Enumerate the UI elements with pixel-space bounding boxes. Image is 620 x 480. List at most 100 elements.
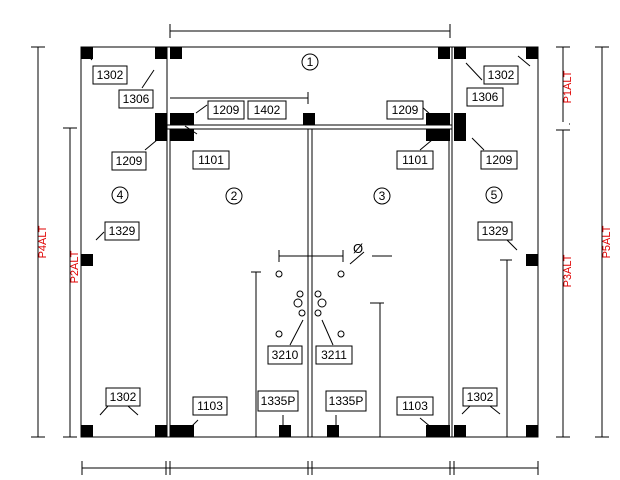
leader-line bbox=[95, 231, 105, 241]
tag-box bbox=[466, 87, 504, 107]
tag-1402: 1402 bbox=[254, 103, 281, 117]
panel-number-left: 4 bbox=[117, 188, 124, 202]
tag-box bbox=[325, 390, 367, 412]
alt-label-p1: P1ALT bbox=[562, 70, 574, 103]
hole bbox=[298, 309, 306, 317]
patch-fitting bbox=[170, 113, 194, 125]
tag-1302-bottom-right: 1302 bbox=[467, 390, 494, 404]
hole bbox=[293, 298, 303, 308]
tag-1329-left: 1329 bbox=[109, 224, 136, 238]
leader-line bbox=[321, 319, 334, 346]
tag-3211: 3211 bbox=[321, 348, 347, 362]
fitting-block bbox=[454, 425, 466, 437]
hole bbox=[317, 298, 327, 308]
leader-line bbox=[195, 104, 208, 114]
hole bbox=[275, 270, 283, 278]
tag-box bbox=[111, 151, 147, 171]
alt-label-p4: P4ALT bbox=[37, 225, 49, 258]
fitting-block bbox=[454, 47, 466, 59]
tag-box bbox=[480, 150, 518, 170]
alt-label-p2: P2ALT bbox=[69, 250, 81, 283]
tag-box bbox=[396, 396, 434, 416]
hole bbox=[275, 330, 283, 338]
tag-1306-left: 1306 bbox=[123, 92, 150, 106]
leader-line bbox=[99, 405, 109, 416]
fitting-block bbox=[155, 425, 167, 437]
panel-number-right: 5 bbox=[491, 188, 498, 202]
hole bbox=[314, 290, 322, 298]
leader-line bbox=[289, 319, 304, 346]
leader-line bbox=[144, 139, 158, 151]
patch-fitting bbox=[170, 129, 194, 141]
fitting-block bbox=[526, 254, 538, 266]
leader-line bbox=[465, 62, 483, 81]
tag-box bbox=[477, 221, 513, 241]
leader-line bbox=[141, 69, 155, 89]
tag-1101-right: 1101 bbox=[402, 153, 428, 167]
fitting-block bbox=[155, 47, 167, 59]
leader-line bbox=[419, 139, 433, 151]
leader-line bbox=[471, 137, 485, 151]
leader-line bbox=[461, 405, 471, 415]
lock-block bbox=[279, 425, 291, 437]
tag-1209-transom-left: 1209 bbox=[213, 103, 240, 117]
tag-box bbox=[192, 150, 230, 170]
patch-fitting bbox=[426, 113, 450, 125]
tag-1335p-right: 1335P bbox=[329, 394, 364, 408]
lock-block bbox=[303, 113, 315, 125]
diameter-leader bbox=[349, 251, 365, 265]
tag-3210: 3210 bbox=[272, 348, 299, 362]
tag-1306-right: 1306 bbox=[472, 90, 499, 104]
panel-number-circle bbox=[485, 186, 503, 204]
hole bbox=[296, 290, 304, 298]
panel-number-circle bbox=[301, 53, 319, 71]
fitting-block bbox=[170, 47, 182, 59]
panel-number-circle bbox=[225, 187, 243, 205]
tag-box bbox=[118, 89, 154, 109]
hole bbox=[337, 270, 345, 278]
leader-line bbox=[517, 55, 531, 67]
fitting-block bbox=[81, 47, 93, 59]
dimension-gap bbox=[555, 122, 569, 125]
panel-number-center-right: 3 bbox=[379, 189, 386, 203]
leader-line bbox=[489, 405, 501, 415]
patch-fitting bbox=[426, 425, 450, 437]
tag-box bbox=[386, 100, 424, 120]
tag-1302-bottom-left: 1302 bbox=[110, 390, 137, 404]
tag-box bbox=[267, 345, 303, 365]
tag-box bbox=[396, 150, 434, 170]
patch-fitting bbox=[426, 129, 450, 141]
alt-label-p3: P3ALT bbox=[562, 254, 574, 287]
tag-1209-right: 1209 bbox=[486, 153, 513, 167]
tag-box bbox=[247, 100, 287, 120]
leader-line bbox=[127, 405, 139, 416]
tag-box bbox=[483, 65, 519, 85]
tag-box bbox=[105, 387, 141, 407]
tag-1329-right: 1329 bbox=[482, 224, 509, 238]
tag-box bbox=[315, 345, 353, 365]
tag-box bbox=[257, 390, 299, 412]
tag-1209-left: 1209 bbox=[116, 154, 143, 168]
fitting-block bbox=[526, 425, 538, 437]
patch-fitting bbox=[454, 113, 466, 141]
alt-label-p5: P5ALT bbox=[601, 225, 613, 258]
tag-1101-left: 1101 bbox=[198, 153, 224, 167]
tag-1335p-left: 1335P bbox=[261, 394, 296, 408]
hole bbox=[314, 309, 322, 317]
patch-fitting bbox=[170, 425, 194, 437]
panel-number-center-left: 2 bbox=[231, 189, 238, 203]
tag-box bbox=[92, 65, 128, 85]
tag-box bbox=[192, 396, 228, 416]
tag-1103-left: 1103 bbox=[197, 399, 223, 413]
fitting-block bbox=[81, 254, 93, 266]
tag-1209-transom-right: 1209 bbox=[392, 103, 419, 117]
tag-1302-top-left: 1302 bbox=[97, 68, 124, 82]
fitting-block bbox=[438, 47, 450, 59]
fitting-block bbox=[526, 47, 538, 59]
tag-box bbox=[462, 387, 498, 407]
panel-number-circle bbox=[111, 186, 129, 204]
panel-number-circle bbox=[373, 187, 391, 205]
diameter-symbol: Ø bbox=[353, 241, 363, 256]
tag-box bbox=[104, 221, 140, 241]
